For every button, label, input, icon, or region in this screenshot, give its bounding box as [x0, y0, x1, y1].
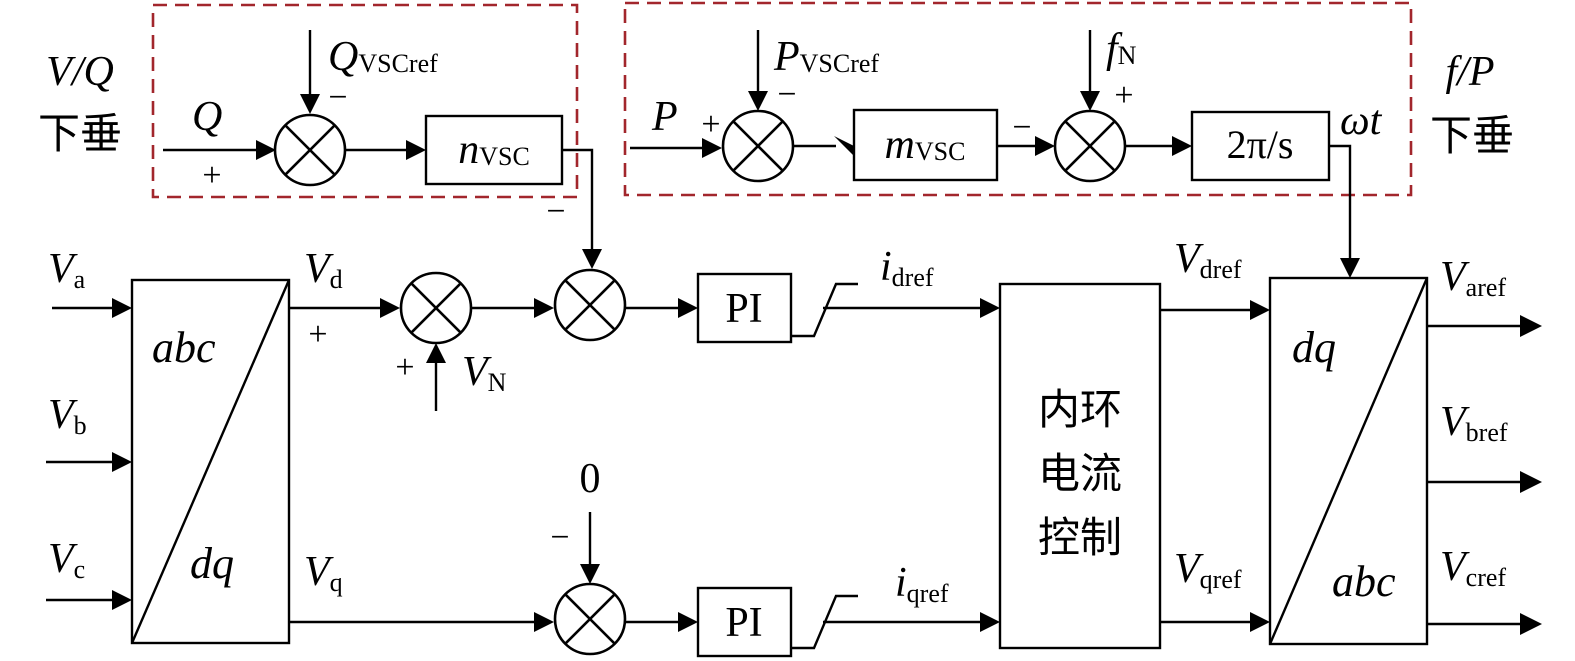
nvsc-output-line	[562, 148, 594, 251]
fn-plus-sign: +	[1114, 77, 1133, 114]
pref-arrow	[748, 91, 768, 111]
d-pi-block	[696, 272, 793, 344]
q-pi-label: PI	[725, 600, 762, 646]
fp-droop-title: f/P	[1446, 49, 1495, 95]
vd-sum-to-sum-arrow	[534, 298, 554, 318]
iqref-label: iqref	[895, 560, 949, 608]
vq-arrow	[534, 612, 554, 632]
fp-sum-to-gain-arrow	[834, 136, 854, 156]
p-plus-sign: +	[701, 106, 720, 143]
abc-dq-bottom-label: dq	[190, 539, 234, 588]
vd-plus-sign: +	[308, 316, 327, 353]
q-axis-summing-junction	[553, 582, 627, 656]
dq-abc-top-label: dq	[1292, 323, 1336, 372]
vdref-arrow	[1250, 300, 1270, 320]
omega-t-label: ωt	[1340, 98, 1383, 144]
q-plus-sign: +	[202, 157, 221, 194]
vb-arrow	[112, 452, 132, 472]
integrator-block	[1190, 110, 1331, 182]
fp-summing-junction-2	[1053, 109, 1127, 183]
vc-label: Vc	[48, 536, 85, 584]
p-input-label: P	[651, 94, 678, 140]
varef-arrow	[1520, 315, 1542, 337]
nvsc-minus-sign: −	[546, 193, 565, 230]
qref-minus-sign: −	[328, 79, 347, 116]
vq-droop-title: V/Q	[46, 49, 114, 95]
vqref-arrow	[1250, 612, 1270, 632]
fp-droop-subtitle: 下垂	[1430, 111, 1514, 160]
d-sum-to-pi-arrow	[678, 298, 698, 318]
vq-droop-region	[151, 3, 579, 199]
q-pi-block	[696, 586, 793, 658]
va-arrow	[112, 298, 132, 318]
q-input-arrow	[256, 140, 276, 160]
vn-arrow	[426, 343, 446, 363]
mvsc-gain-block	[852, 108, 999, 182]
d-pi-label: PI	[725, 286, 762, 332]
fp-summing-junction-1	[721, 109, 795, 183]
varef-label: Varef	[1440, 254, 1506, 302]
omega-t-arrow	[1340, 258, 1360, 278]
d-limiter-icon	[791, 282, 858, 338]
fp-sum2-to-int-arrow	[1172, 136, 1192, 156]
pref-minus-sign: −	[777, 76, 796, 113]
vq-droop-subtitle: 下垂	[38, 109, 122, 158]
vq-summing-junction	[273, 113, 347, 187]
vd-label: Vd	[304, 246, 343, 294]
vn-plus-sign: +	[395, 349, 414, 386]
fp-droop-region	[623, 1, 1413, 197]
abc-dq-top-label: abc	[152, 323, 216, 372]
va-label: Va	[48, 246, 86, 294]
vq-label: Vq	[304, 549, 343, 597]
vcref-arrow	[1520, 613, 1542, 635]
idref-label: idref	[880, 244, 934, 292]
idref-arrow	[980, 298, 1000, 318]
vd-arrow	[380, 298, 400, 318]
integrator-label: 2π/s	[1227, 122, 1294, 167]
dq-abc-bottom-label: abc	[1332, 557, 1396, 606]
iqref-arrow	[980, 612, 1000, 632]
vq-sum-to-gain-arrow	[406, 140, 426, 160]
p-input-arrow	[702, 138, 722, 158]
inner-current-loop-block	[998, 282, 1162, 650]
inner-loop-line-1: 内环	[1038, 385, 1122, 434]
vd-summing-junction	[399, 271, 473, 345]
zero-minus-sign: −	[550, 519, 569, 556]
q-input-label: Q	[192, 94, 222, 140]
omega-t-line	[1329, 144, 1352, 260]
vbref-label: Vbref	[1440, 399, 1508, 447]
zero-ref-arrow	[580, 564, 600, 584]
vc-arrow	[112, 590, 132, 610]
vbref-arrow	[1520, 471, 1542, 493]
vqref-label: Vqref	[1174, 546, 1242, 594]
vn-label: VN	[462, 349, 507, 397]
dq-abc-diagonal	[1268, 277, 1429, 645]
inner-loop-line-2: 电流	[1038, 449, 1122, 498]
qref-label: QVSCref	[328, 34, 438, 80]
mvsc-gain-label: mVSC	[885, 122, 966, 168]
pref-label: PVSCref	[773, 34, 879, 80]
vb-label: Vb	[48, 392, 87, 440]
vdref-label: Vdref	[1174, 236, 1242, 284]
fn-arrow	[1080, 91, 1100, 111]
qref-arrow	[300, 94, 320, 114]
fn-label: fN	[1106, 26, 1137, 72]
zero-ref-label: 0	[580, 456, 601, 502]
mvsc-output-arrow	[1035, 136, 1055, 156]
nvsc-output-arrow	[582, 249, 602, 269]
nvsc-gain-label: nVSC	[458, 127, 530, 173]
inner-loop-line-3: 控制	[1038, 513, 1122, 562]
abc-dq-diagonal	[130, 279, 291, 644]
d-axis-summing-junction	[553, 268, 627, 342]
q-sum-to-pi-arrow	[678, 612, 698, 632]
mvsc-minus-sign: −	[1012, 109, 1031, 146]
vcref-label: Vcref	[1440, 544, 1506, 592]
